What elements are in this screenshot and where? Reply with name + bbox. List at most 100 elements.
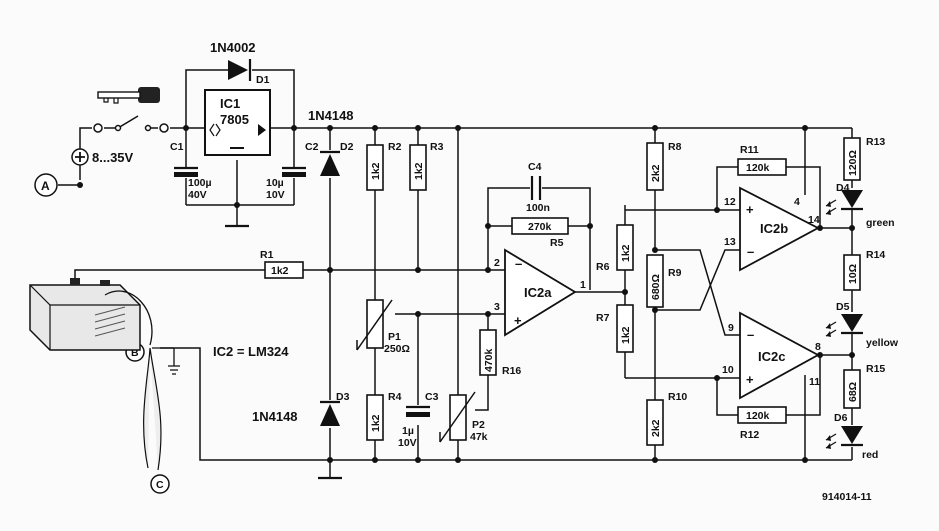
d1-part-label: 1N4002 [210,40,256,55]
r3-ref-label: R3 [430,141,444,153]
r8-value-label: 2k2 [650,164,662,182]
d3-ref-label: D3 [336,391,350,403]
r11-ref-label: R11 [740,144,759,156]
node-c: C [150,474,170,494]
battery-icon [29,269,141,351]
resistor-r16: 470k R16 [479,329,521,377]
supply-terminal: 8...35V [71,148,134,166]
r9-value-label: 680Ω [650,274,662,300]
d3-part-label: 1N4148 [252,409,298,424]
d4-color-label: green [866,217,895,229]
ic1-regulator: IC1 7805 [204,89,271,156]
r5-value-label: 270k [528,221,552,233]
ic2a-minus-sign: – [515,256,522,271]
resistor-r8: 2k2 R8 [646,141,682,191]
r7-value-label: 1k2 [620,326,632,344]
node-a: A [34,173,58,197]
ignition-key-icon [97,87,160,104]
c3-ref-label: C3 [425,391,439,403]
ic2c-ref-label: IC2c [758,349,785,364]
r15-ref-label: R15 [866,363,885,375]
ic2b-plus-sign: + [746,202,754,217]
r1-ref-label: R1 [260,249,274,261]
ic2a-pin-plus: 3 [494,301,500,313]
opamp-ic2c: – + IC2c 9 10 8 11 [722,311,821,400]
ic2b-pin-plus: 12 [724,196,736,208]
r11-value-label: 120k [746,162,770,174]
r4-ref-label: R4 [388,391,402,403]
node-c-label: C [156,479,164,491]
r13-value-label: 120Ω [847,150,859,176]
p1-value-label: 250Ω [384,343,410,355]
c3-voltage-label: 10V [398,437,417,449]
ic2a-pin-out: 1 [580,279,586,291]
r14-ref-label: R14 [866,249,885,261]
resistor-r5: 270k R5 [511,217,569,249]
capacitor-c3: C3 1µ 10V [398,391,439,449]
junction-dots [77,125,855,463]
ic2-note: IC2 = LM324 [213,344,289,359]
resistor-r12: 120k R12 [737,406,787,441]
r16-ref-label: R16 [502,365,521,377]
p2-value-label: 47k [470,431,488,443]
c2-ref-label: C2 [305,141,319,153]
d5-color-label: yellow [866,337,899,349]
probe-lead [104,290,180,471]
capacitor-c2: C2 10µ 10V [266,141,319,201]
r9-ref-label: R9 [668,267,682,279]
c4-value-label: 100n [526,202,550,214]
capacitor-c1: C1 100µ 40V [170,141,212,201]
ic2a-ref-label: IC2a [524,285,552,300]
p2-ref-label: P2 [472,419,485,431]
ic2c-plus-sign: + [746,372,754,387]
r12-value-label: 120k [746,410,770,422]
d6-ref-label: D6 [834,412,848,424]
resistor-r2: 1k2 R2 [366,141,402,191]
ic2a-pin-minus: 2 [494,257,500,269]
resistor-r7: 1k2 R7 [596,304,634,353]
node-b-label: B [131,347,139,359]
c4-ref-label: C4 [528,161,542,173]
resistor-r3: 1k2 R3 [409,141,444,191]
r14-value-label: 10Ω [847,264,859,284]
r1-value-label: 1k2 [271,265,289,277]
c3-value-label: 1µ [402,425,414,437]
diode-d2: D2 [320,141,354,176]
resistor-r13: 120Ω R13 [843,136,885,181]
c2-voltage-label: 10V [266,189,285,201]
r12-ref-label: R12 [740,429,759,441]
ic2b-pin-minus: 13 [724,236,736,248]
ic2c-minus-sign: – [747,327,754,342]
led-d4: D4 green [825,182,895,229]
ic2c-pin-gnd: 11 [809,376,820,388]
r4-value-label: 1k2 [370,414,382,432]
c1-voltage-label: 40V [188,189,207,201]
r7-ref-label: R7 [596,312,610,324]
ic2c-pin-minus: 9 [728,322,734,334]
ic2b-ref-label: IC2b [760,221,788,236]
c2-value-label: 10µ [266,177,284,189]
r8-ref-label: R8 [668,141,682,153]
r5-ref-label: R5 [550,237,564,249]
diode-d3: D3 1N4148 [252,391,350,426]
resistor-r15: 68Ω R15 [843,363,885,409]
r13-ref-label: R13 [866,136,885,148]
d4-ref-label: D4 [836,182,850,194]
node-a-label: A [41,179,50,193]
capacitor-c4: C4 100n [526,161,550,214]
resistor-r6: 1k2 R6 [596,224,634,273]
r10-ref-label: R10 [668,391,687,403]
opamp-ic2b: + – IC2b 12 13 14 4 [724,186,820,272]
ic2c-pin-out: 8 [815,341,821,353]
p1-ref-label: P1 [388,331,401,343]
resistor-r10: 2k2 R10 [646,391,687,446]
c1-ref-label: C1 [170,141,184,153]
resistor-r14: 10Ω R14 [843,249,885,291]
resistor-r9: 680Ω R9 [646,254,682,308]
figure-code: 914014-11 [822,491,872,503]
r16-value-label: 470k [483,348,495,372]
resistor-r11: 120k R11 [737,144,787,176]
potentiometer-p1: P1 250Ω [356,299,410,355]
resistor-r4: 1k2 R4 [366,391,402,441]
